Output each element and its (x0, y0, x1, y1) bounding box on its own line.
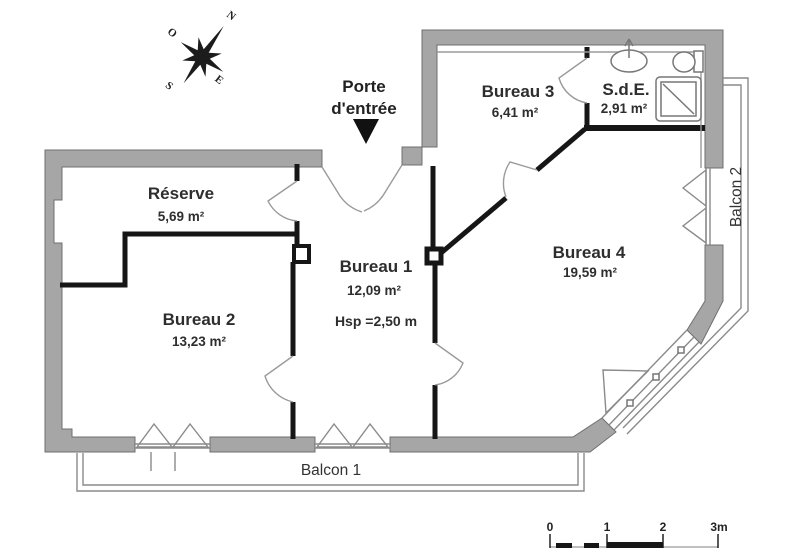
door-entry-right-leaf (363, 164, 403, 212)
window-bureau1 (315, 422, 390, 449)
balcon1-label: Balcon 1 (301, 462, 361, 479)
interior-walls (60, 47, 705, 439)
sde-fixtures (610, 38, 704, 122)
window-line (135, 443, 210, 449)
balcon2-railing-outer (626, 77, 749, 435)
entry-arrow-icon (353, 119, 379, 144)
room-ceiling-height-bureau1: Hsp =2,50 m (335, 313, 417, 329)
toilet-icon (672, 50, 704, 73)
outer-walls (44, 29, 724, 453)
casement-triangles (135, 422, 210, 448)
balcon2-railing-inner (622, 84, 742, 429)
compass-star (180, 25, 224, 84)
room-label-reserve: Réserve (148, 184, 214, 203)
casement-triangles (315, 422, 390, 448)
mullion-node (677, 346, 685, 354)
balcon1-railing-outer (76, 453, 585, 492)
wall-diagonal-lower (439, 196, 508, 255)
scale-segment-solid (607, 542, 663, 548)
scale-ticks (549, 534, 719, 548)
doors (264, 57, 588, 403)
wall-left-top (44, 149, 323, 453)
entry-label-line1: Porte (342, 77, 385, 96)
wall-bottom-right-chamfer (389, 417, 617, 453)
balcony-divider-lines (150, 452, 176, 471)
wall-bottom-mid (209, 436, 316, 453)
balcon1-railing-inner (82, 453, 579, 486)
room-label-sde: S.d.E. (602, 80, 649, 99)
scale-dash (556, 543, 572, 548)
room-label-bureau3: Bureau 3 (482, 82, 555, 101)
window-bureau2 (135, 422, 210, 449)
door-entry-left-leaf (321, 166, 363, 213)
entry-label-line2: d'entrée (331, 99, 396, 118)
wall-right-chamfer-upper (686, 244, 724, 345)
door-bureau4 (434, 342, 464, 386)
room-area-sde: 2,91 m² (601, 101, 648, 116)
mullion-node (652, 373, 660, 381)
washbasin-icon (610, 38, 648, 73)
door-reserve (267, 180, 298, 222)
room-labels: Réserve 5,69 m² Bureau 2 13,23 m² Bureau… (148, 80, 745, 479)
wall-top-right-section (401, 29, 724, 169)
room-area-bureau4: 19,59 m² (563, 265, 618, 280)
room-label-bureau4: Bureau 4 (553, 243, 626, 262)
window-diagonal-bay (601, 329, 700, 431)
door-bureau2 (264, 355, 294, 403)
door-sde (558, 57, 588, 104)
balconies (76, 77, 749, 492)
windows (135, 168, 711, 449)
post-column-left (292, 244, 311, 264)
room-area-reserve: 5,69 m² (158, 209, 205, 224)
shower-icon (655, 76, 702, 122)
casement-triangles (681, 168, 707, 245)
room-area-bureau3: 6,41 m² (492, 105, 539, 120)
room-label-bureau2: Bureau 2 (163, 310, 236, 329)
scale-bar: 0 1 2 3m (547, 520, 728, 548)
window-balcon2 (681, 168, 711, 245)
scale-dash (584, 543, 599, 548)
room-area-bureau2: 13,23 m² (172, 334, 227, 349)
scale-label-0: 0 (547, 520, 554, 534)
entry-annotation: Porte d'entrée (331, 77, 397, 144)
wall-diagonal-upper (535, 127, 587, 172)
toilet-bowl (672, 51, 696, 73)
scale-label-1: 1 (604, 520, 611, 534)
casement-triangle (602, 369, 650, 415)
window-line (315, 443, 390, 449)
room-label-bureau1: Bureau 1 (340, 257, 413, 276)
mullion-node (626, 399, 634, 407)
scale-label-2: 2 (660, 520, 667, 534)
scale-label-3m: 3m (710, 520, 727, 534)
basin-tap (624, 38, 634, 58)
shower-diagonal (662, 83, 695, 115)
post-column-center (424, 246, 444, 266)
wall-reserve-bottom-step (60, 231, 297, 288)
balcon2-label: Balcon 2 (728, 167, 745, 227)
room-area-bureau1: 12,09 m² (347, 283, 402, 298)
door-diagonal (502, 161, 538, 198)
